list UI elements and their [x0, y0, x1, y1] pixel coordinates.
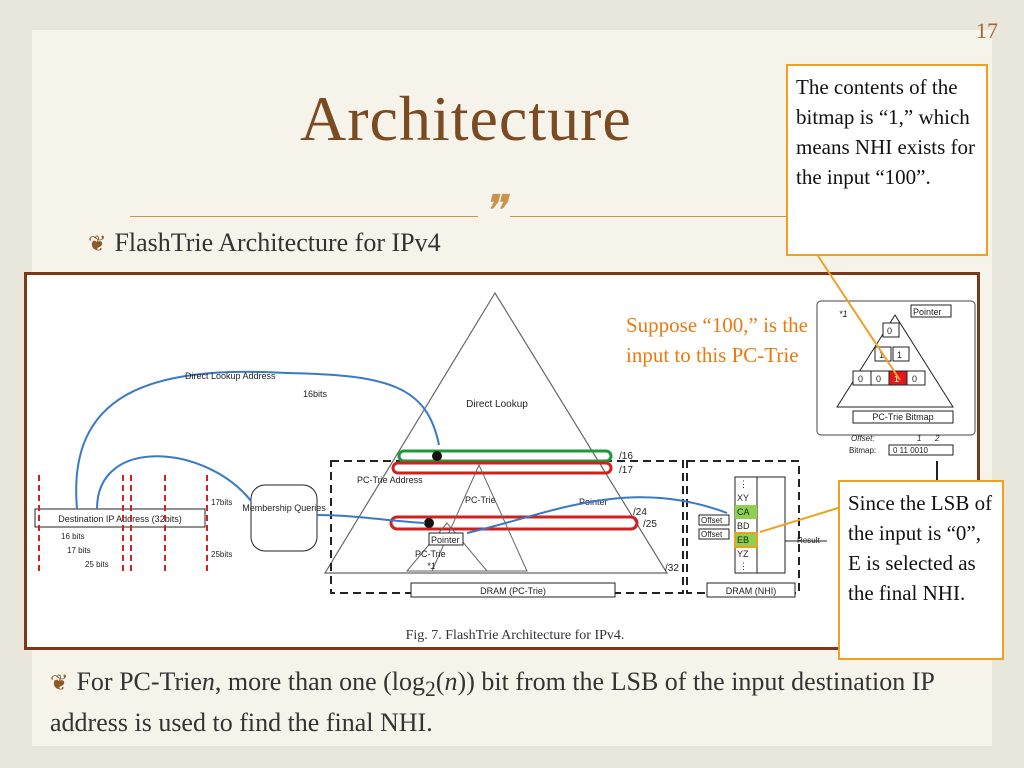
bitmap-value-box	[888, 444, 954, 456]
membership-queries-box	[250, 484, 318, 552]
trie-row3-b: 0	[876, 374, 881, 384]
bullet-2-rest2: (	[435, 667, 445, 696]
pctrie-bitmap-label: PC-Trie Bitmap	[872, 412, 933, 422]
divider-ornament-icon: ❞	[478, 190, 510, 234]
nhi-row-3: CA	[737, 507, 750, 517]
pointer-top-box	[910, 304, 952, 318]
offset-two: 2	[934, 434, 940, 443]
nhi-row-1: ⋮	[739, 479, 748, 489]
offset-one: 1	[917, 434, 921, 443]
top-callout-connector	[817, 255, 901, 381]
pctrie-label: PC-Trie	[465, 495, 496, 505]
25bits-label: 25bits	[211, 550, 232, 559]
bullet-2-rest3: )) bit from the LSB of the input destina…	[50, 667, 934, 738]
pctrie-dot	[424, 518, 434, 528]
nhi-row-7: ⋮	[739, 561, 748, 571]
bits-17: 17 bits	[67, 546, 91, 555]
figure-panel: Direct Lookup /16 /17 /24 /25 /32 PC-Tri…	[24, 272, 980, 650]
figure-caption: Fig. 7. FlashTrie Architecture for IPv4.	[406, 628, 625, 643]
level-16: /16	[619, 451, 633, 462]
flashtrie-diagram: Direct Lookup /16 /17 /24 /25 /32 PC-Tri…	[34, 291, 976, 643]
bullet-2-rest: , more than one (log	[214, 667, 426, 696]
result-label: Result	[797, 536, 820, 545]
title-divider	[130, 216, 790, 217]
offset-caption: Offset:	[851, 434, 875, 443]
nhi-row-4: BD	[737, 521, 750, 531]
trie-row3-c: 1	[894, 374, 899, 384]
pointer-top-label: Pointer	[913, 307, 942, 317]
direct-lookup-triangle	[323, 291, 669, 574]
slide-number: 17	[976, 18, 998, 43]
trie-row3-d: 0	[912, 374, 917, 384]
16bits-label: 16bits	[303, 389, 328, 399]
level-25: /25	[643, 519, 657, 530]
offset-box-2	[698, 528, 730, 540]
nhi-row-6: YZ	[737, 549, 749, 559]
dram-nhi-label: DRAM (NHI)	[726, 586, 777, 596]
nhi-row-2: XY	[737, 493, 749, 503]
level-17: /17	[619, 465, 633, 476]
bullet-2-prefix: For	[76, 667, 120, 696]
trie-row3-a: 0	[858, 374, 863, 384]
bullet-1-text: FlashTrie Architecture for IPv4	[114, 228, 441, 257]
bullet-1: ❦ FlashTrie Architecture for IPv4	[88, 228, 441, 258]
offset-label-1: Offset	[701, 516, 723, 525]
pointer-arrow	[466, 496, 728, 534]
level-24: /24	[633, 507, 647, 518]
offset-label-2: Offset	[701, 530, 723, 539]
suppose-input-note: Suppose “100,” is the input to this PC-T…	[626, 313, 808, 367]
dram-pctrie-box	[410, 582, 616, 598]
nhi-row-5: EB	[737, 535, 749, 545]
slide-title: Architecture	[300, 83, 632, 154]
bitmap-callout: The contents of the bitmap is “1,” which…	[786, 64, 988, 256]
direct-lookup-address-label: Direct Lookup Address	[185, 371, 276, 381]
dram-nhi-box	[706, 582, 796, 598]
bullet-2-pctrie: PC-Trie	[119, 667, 202, 696]
offset-box-1	[698, 514, 730, 526]
red-band-25	[389, 515, 639, 531]
dest-ip-label: Destination IP Address (32bits)	[58, 514, 181, 524]
pctrie-small-label: PC-Trie	[415, 549, 446, 559]
trie-row2-b: 1	[897, 350, 902, 360]
bullet-2-mark-icon: ❦	[50, 670, 69, 695]
pointer-box-label: Pointer	[431, 535, 460, 545]
trie-row2-a: 1	[879, 350, 884, 360]
pctrie-bitmap-box	[852, 410, 954, 424]
direct-lookup-arrow	[75, 370, 288, 510]
red-band-17	[391, 461, 613, 475]
lsb-callout: Since the LSB of the input is “0”, E is …	[838, 480, 1004, 660]
right-callout-connector	[759, 507, 839, 533]
17bits-label: 17bits	[211, 498, 232, 507]
bullet-2-sub: 2	[425, 677, 436, 702]
inner-triangle-2	[405, 522, 489, 572]
lookup-dot	[432, 451, 442, 461]
bits-16: 16 bits	[61, 532, 85, 541]
direct-lookup-arrow-2	[286, 372, 440, 446]
level-32: /32	[665, 563, 679, 574]
bullet-mark-icon: ❦	[88, 231, 107, 256]
star-1-label: *1	[427, 561, 436, 571]
bitmap-caption: Bitmap:	[849, 446, 876, 455]
membership-queries-label: Membership Queries	[242, 503, 326, 513]
pctrie-arrow	[316, 514, 426, 524]
dest-ip-box	[34, 508, 206, 528]
pctrie-address-label: PC-Trie Address	[357, 475, 423, 485]
bitmap-value: 0 11 0010	[893, 446, 929, 455]
star-top-label: *1	[839, 309, 848, 319]
membership-arrow	[96, 455, 252, 510]
green-band	[397, 449, 613, 463]
small-trie-triangle	[836, 314, 954, 408]
trie-node-root: 0	[887, 326, 892, 336]
direct-lookup-label: Direct Lookup	[466, 399, 528, 410]
bullet-2-n2: n	[444, 667, 458, 696]
dram-pctrie-label: DRAM (PC-Trie)	[480, 586, 546, 596]
pctrie-bitmap-panel	[816, 300, 976, 436]
bullet-2: ❦For PC-Trien, more than one (log2(n)) b…	[50, 665, 950, 740]
pointer-box	[428, 532, 464, 546]
nhi-table: ⋮ XY CA BD EB YZ ⋮	[734, 476, 786, 574]
bits-25: 25 bits	[85, 560, 109, 569]
bullet-2-n: n	[201, 667, 215, 696]
